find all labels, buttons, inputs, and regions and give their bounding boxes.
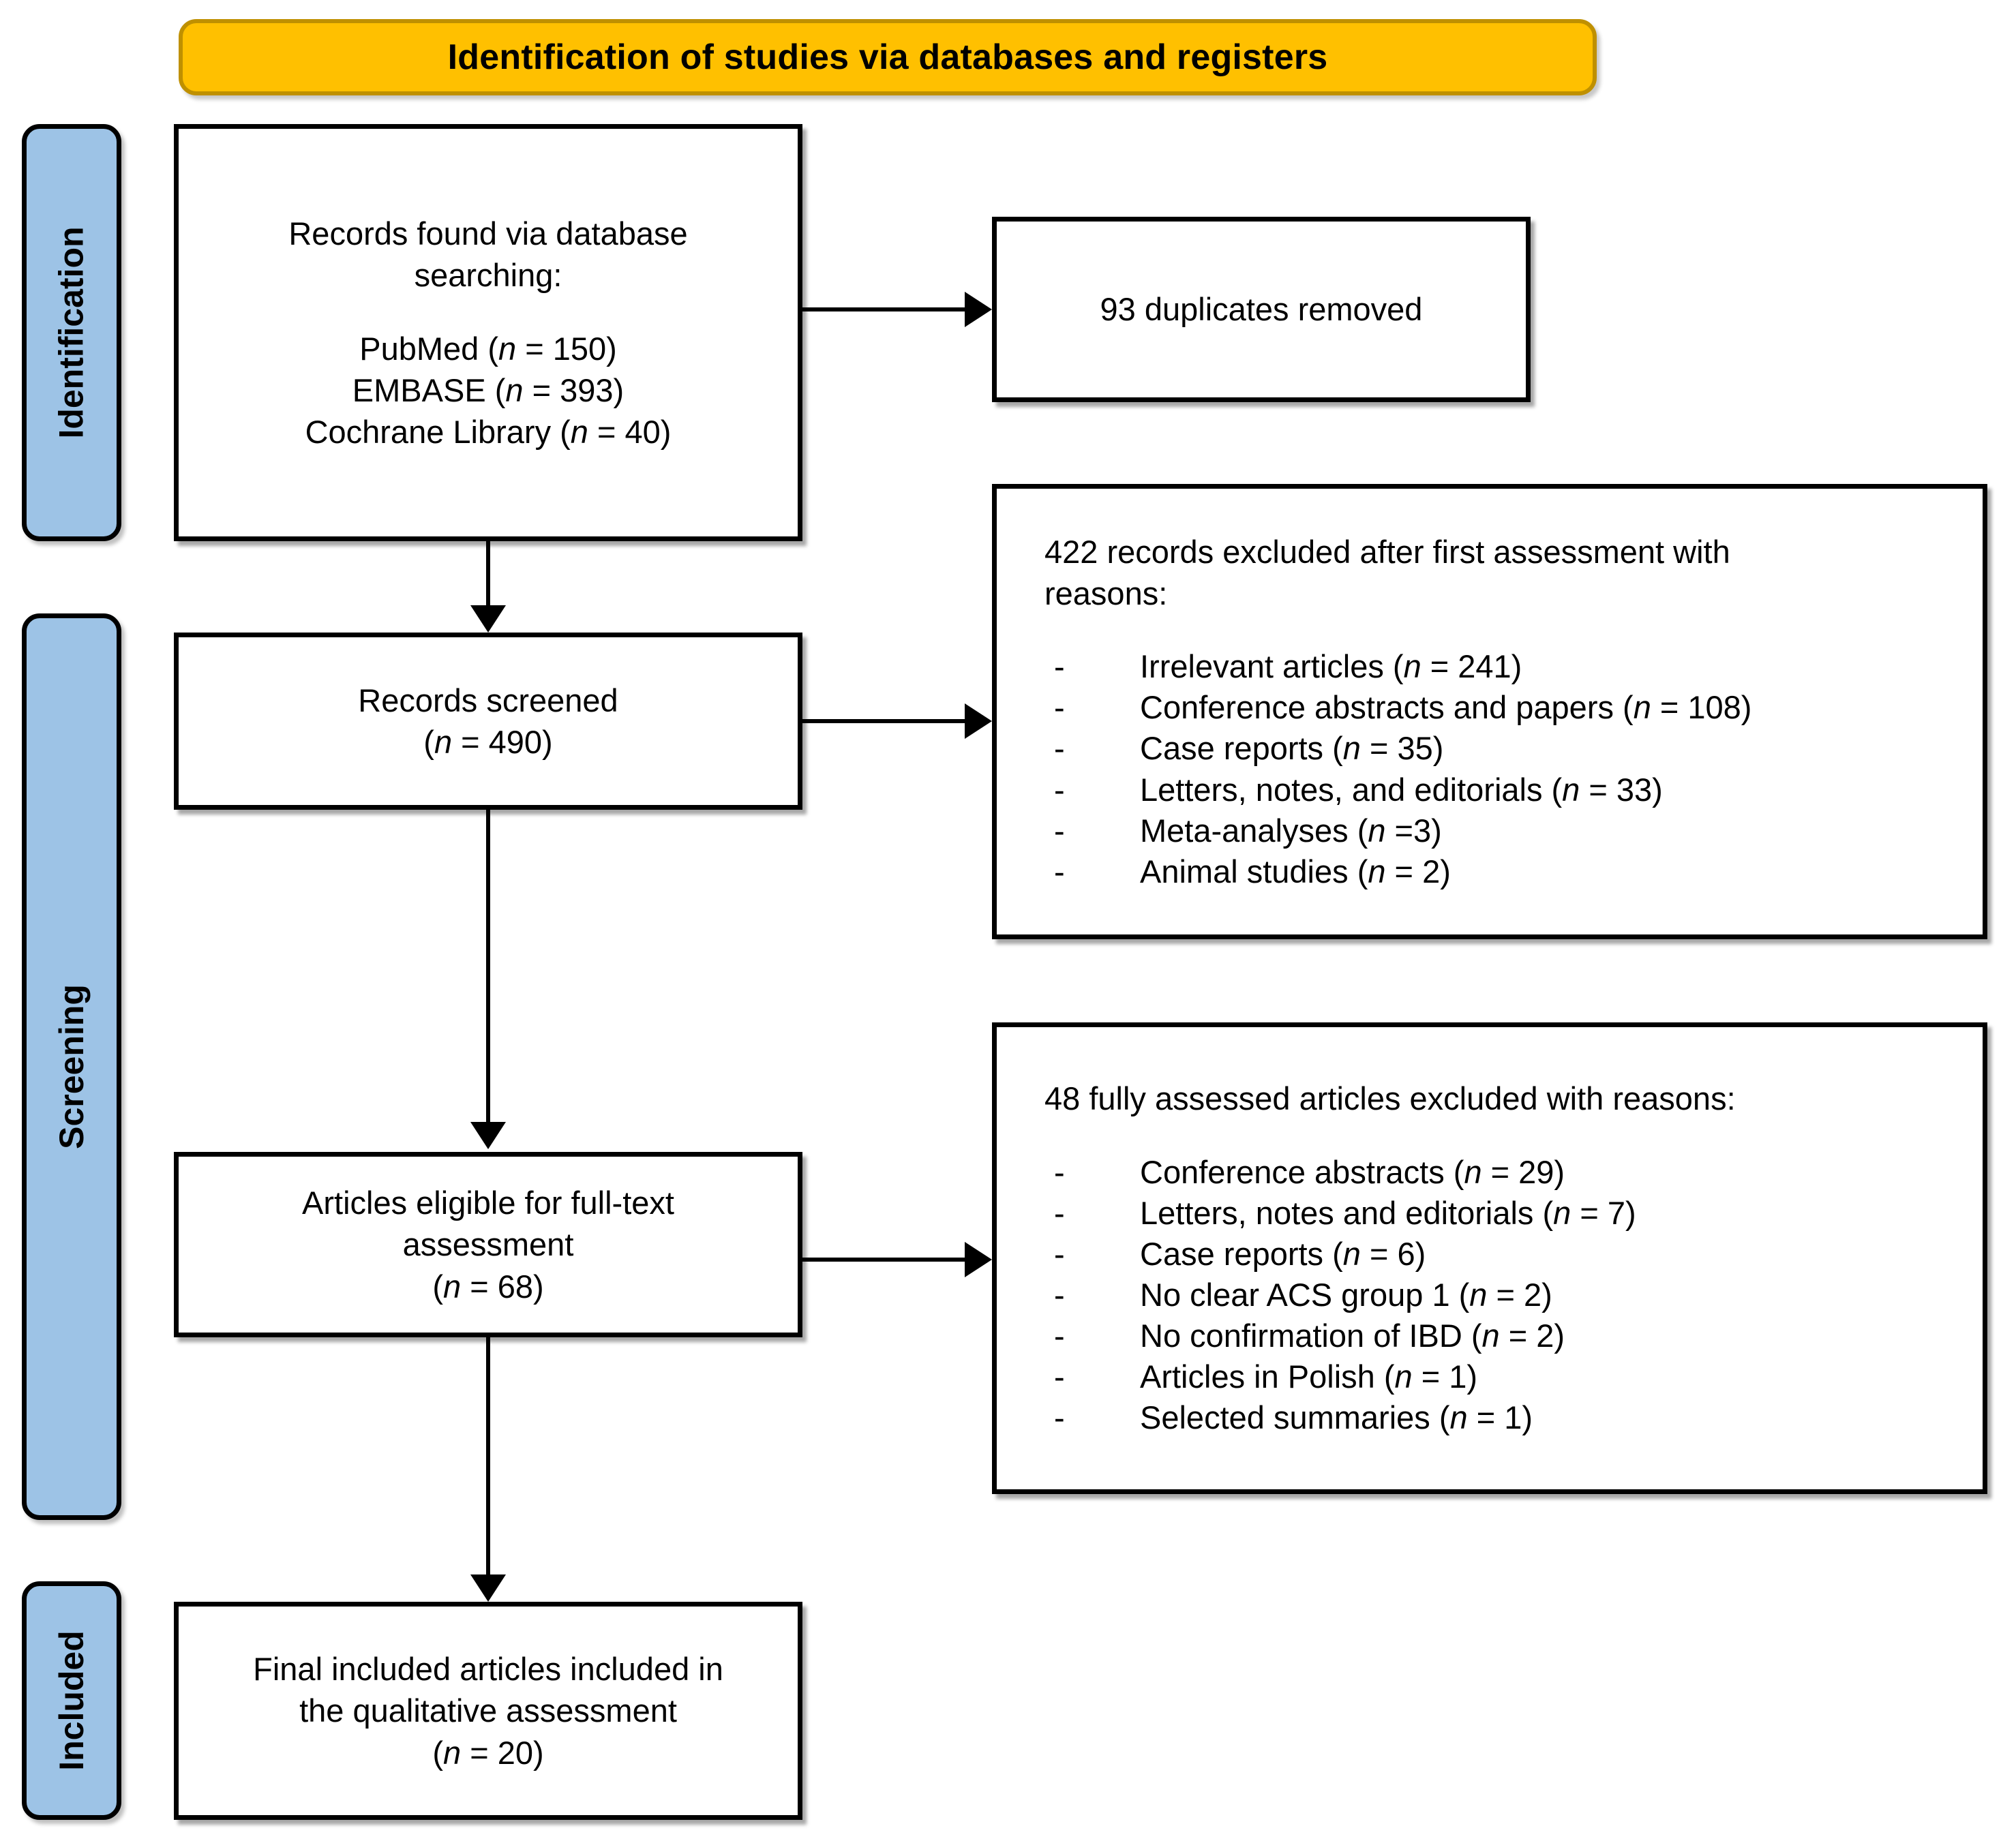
connector-eligible-to-final-arrowhead — [470, 1574, 506, 1602]
final-included-line3: (n = 20) — [432, 1734, 544, 1771]
stage-label-included-text: Included — [52, 1630, 91, 1771]
box-final-included: Final included articles included in the … — [174, 1602, 802, 1820]
excluded-fulltext-spacer — [1044, 1120, 1943, 1152]
duplicates-removed-text: 93 duplicates removed — [1100, 291, 1423, 328]
connector-screened-to-eligible-line — [486, 810, 490, 1122]
list-item: Letters, notes, and editorials (n = 33) — [1044, 770, 1943, 810]
records-found-heading-line1: Records found via database — [288, 215, 688, 252]
box-eligible-fulltext: Articles eligible for full-text assessme… — [174, 1152, 802, 1337]
box-excluded-fulltext: 48 fully assessed articles excluded with… — [992, 1022, 1987, 1494]
list-item: Case reports (n = 6) — [1044, 1234, 1943, 1275]
box-records-found: Records found via database searching: Pu… — [174, 124, 802, 541]
list-item: No clear ACS group 1 (n = 2) — [1044, 1275, 1943, 1315]
eligible-line3: (n = 68) — [432, 1268, 544, 1305]
connector-eligible-to-excluded-arrowhead — [965, 1242, 992, 1277]
box-duplicates-removed: 93 duplicates removed — [992, 217, 1531, 402]
records-found-source-cochrane: Cochrane Library (n = 40) — [305, 414, 672, 451]
box-records-screened: Records screened (n = 490) — [174, 633, 802, 810]
excluded-first-heading-line1: 422 records excluded after first assessm… — [1044, 533, 1730, 570]
connector-screened-to-eligible-arrowhead — [470, 1122, 506, 1149]
records-found-spacer — [210, 296, 766, 328]
connector-found-to-screened-arrowhead — [470, 605, 506, 633]
records-found-source-pubmed: PubMed (n = 150) — [359, 330, 617, 367]
stage-label-identification: Identification — [22, 124, 121, 541]
list-item: Meta-analyses (n =3) — [1044, 810, 1943, 851]
connector-found-to-duplicates-line — [802, 307, 966, 311]
list-item: Irrelevant articles (n = 241) — [1044, 646, 1943, 687]
box-excluded-first-assessment: 422 records excluded after first assessm… — [992, 484, 1987, 939]
excluded-first-heading-line2: reasons: — [1044, 575, 1168, 612]
stage-label-screening: Screening — [22, 613, 121, 1520]
connector-screened-to-excluded-arrowhead — [965, 703, 992, 739]
records-screened-line1: Records screened — [358, 682, 618, 718]
stage-label-included: Included — [22, 1581, 121, 1820]
connector-screened-to-excluded-line — [802, 719, 966, 723]
final-included-line1: Final included articles included in — [253, 1651, 723, 1688]
excluded-first-spacer — [1044, 614, 1943, 646]
stage-label-screening-text: Screening — [52, 984, 91, 1149]
list-item: Case reports (n = 35) — [1044, 728, 1943, 769]
records-found-heading-line2: searching: — [414, 256, 562, 293]
excluded-first-reason-list: Irrelevant articles (n = 241) Conference… — [1044, 646, 1943, 892]
final-included-line2: the qualitative assessment — [299, 1692, 677, 1729]
connector-eligible-to-final-line — [486, 1337, 490, 1574]
list-item: Conference abstracts (n = 29) — [1044, 1152, 1943, 1193]
excluded-fulltext-reason-list: Conference abstracts (n = 29) Letters, n… — [1044, 1152, 1943, 1439]
eligible-line1: Articles eligible for full-text — [302, 1185, 674, 1221]
list-item: Conference abstracts and papers (n = 108… — [1044, 687, 1943, 728]
list-item: Selected summaries (n = 1) — [1044, 1397, 1943, 1438]
records-screened-line2: (n = 490) — [423, 724, 553, 760]
records-found-source-embase: EMBASE (n = 393) — [352, 372, 625, 409]
connector-found-to-duplicates-arrowhead — [965, 292, 992, 327]
diagram-header-banner: Identification of studies via databases … — [179, 19, 1597, 95]
list-item: Animal studies (n = 2) — [1044, 851, 1943, 892]
stage-label-identification-text: Identification — [52, 226, 91, 439]
connector-eligible-to-excluded-line — [802, 1258, 966, 1262]
connector-found-to-screened-line — [486, 541, 490, 607]
list-item: Letters, notes and editorials (n = 7) — [1044, 1193, 1943, 1234]
eligible-line2: assessment — [402, 1226, 574, 1263]
list-item: No confirmation of IBD (n = 2) — [1044, 1315, 1943, 1356]
diagram-title: Identification of studies via databases … — [447, 37, 1328, 77]
list-item: Articles in Polish (n = 1) — [1044, 1356, 1943, 1397]
excluded-fulltext-heading: 48 fully assessed articles excluded with… — [1044, 1080, 1736, 1117]
